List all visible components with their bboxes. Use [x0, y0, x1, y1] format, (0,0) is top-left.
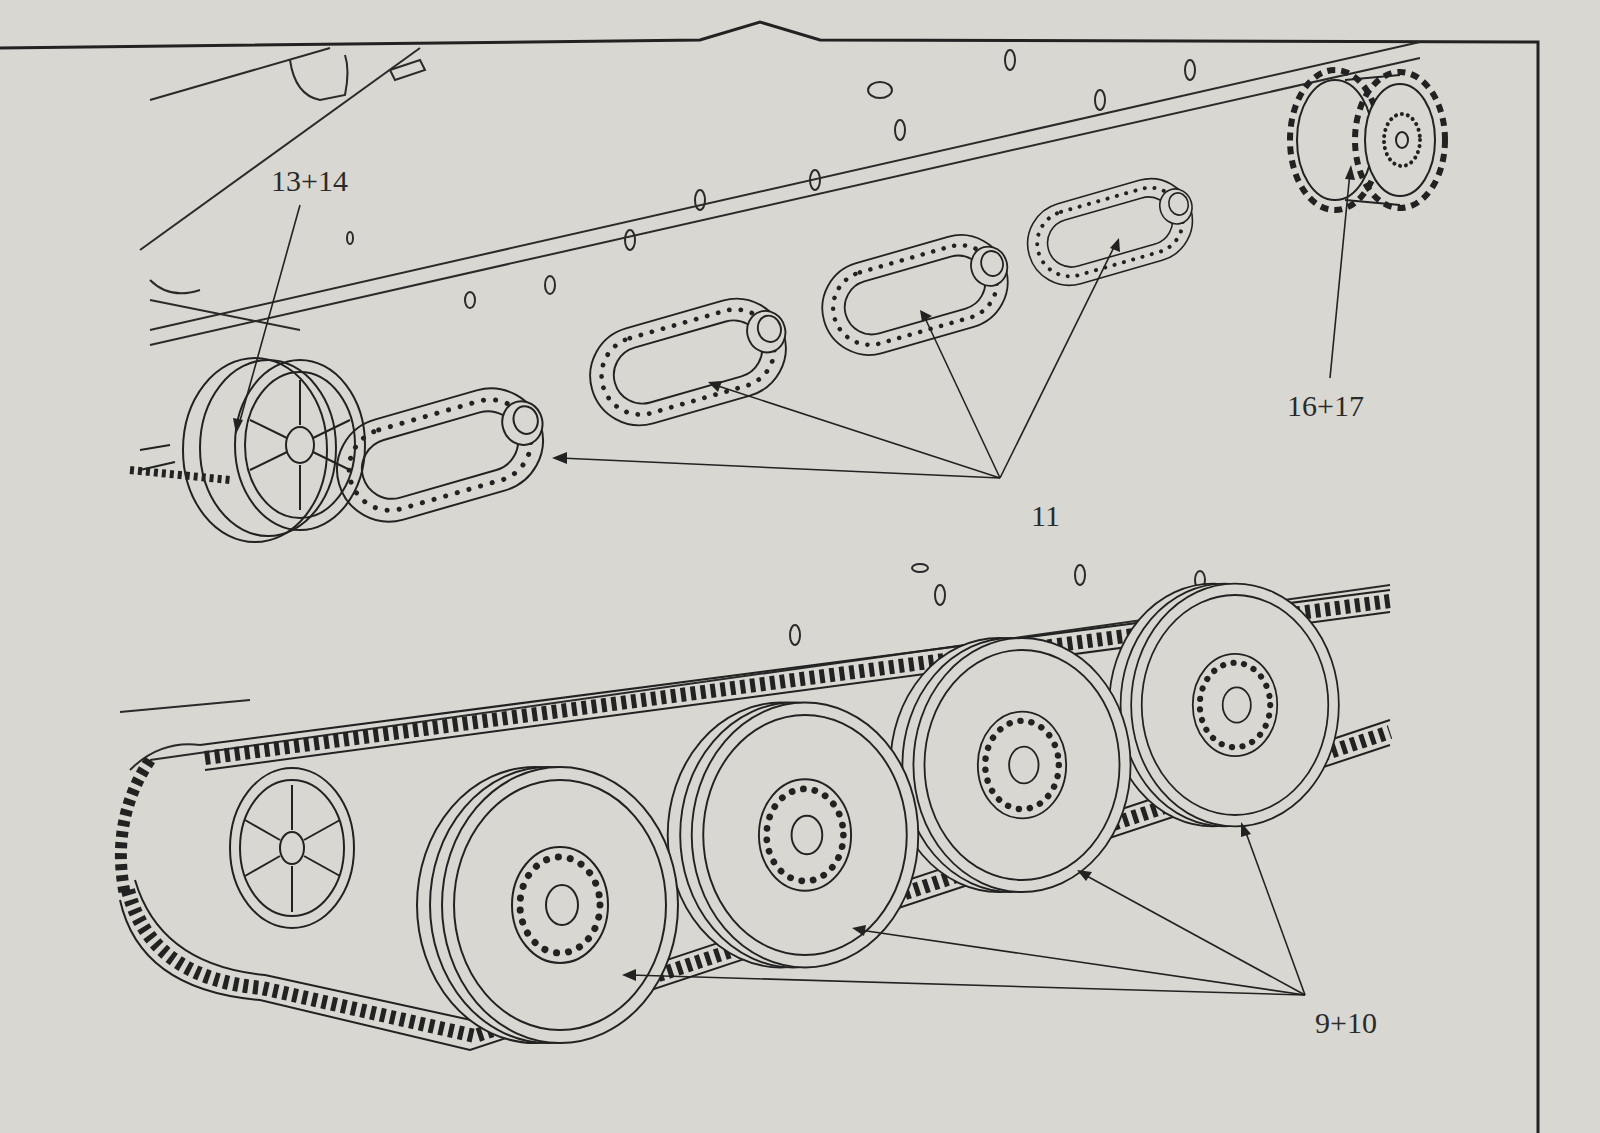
idler-wheel: [140, 358, 365, 542]
hull-top: [140, 42, 1420, 345]
drive-sprocket: [1290, 70, 1445, 210]
frame: [0, 22, 1538, 1133]
idler-wheel: [230, 768, 354, 928]
road-wheels: [417, 584, 1339, 1043]
callout-number: 16+17: [1284, 388, 1367, 423]
leader-lines: [630, 830, 1305, 995]
callout-number: 13+14: [268, 163, 351, 198]
return-rollers: [325, 168, 1205, 534]
hull-bolts: [347, 50, 1195, 308]
callout-number: 11: [1028, 498, 1063, 533]
callout-number: 9+10: [1312, 1005, 1380, 1040]
arrowheads: [622, 822, 1251, 981]
arrowheads: [233, 165, 1355, 464]
leader-lines: [238, 172, 1350, 478]
